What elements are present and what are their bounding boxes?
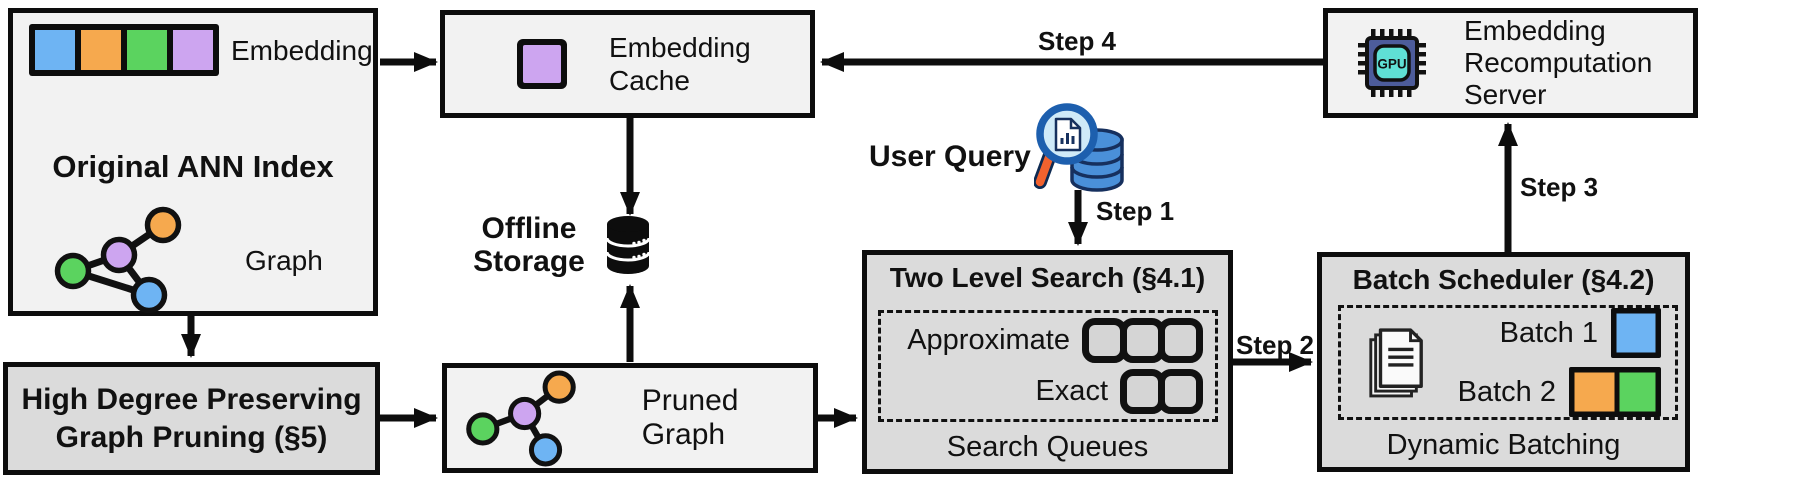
graph-node-purple: [508, 396, 542, 430]
step-2-label: Step 2: [1235, 330, 1315, 360]
search-queues-panel: Approximate Exact: [878, 310, 1218, 422]
gpu-chip-icon: GPU: [1358, 29, 1426, 97]
pruned-graph-label: Pruned Graph: [641, 384, 739, 451]
embedding-cell-purple: [173, 30, 213, 70]
queue-slot: [1158, 368, 1203, 414]
embedding-vector-icon: [29, 24, 219, 76]
query-search-database-icon: [1034, 103, 1124, 192]
graph-node-orange: [542, 370, 576, 404]
embedding-cell-orange: [81, 30, 121, 70]
offline-storage: Offline Storage: [468, 212, 652, 278]
gpu-chip-label: GPU: [1377, 57, 1406, 72]
exact-queue-row: Exact: [881, 368, 1215, 414]
cached-embedding-cell: [523, 45, 561, 83]
embedding-cell-blue: [35, 30, 75, 70]
two-level-search-title: Two Level Search (§4.1): [889, 262, 1206, 293]
graph-node-green: [466, 411, 500, 446]
offline-storage-label: Offline Storage: [473, 212, 585, 278]
graph-node-purple: [100, 236, 138, 274]
queue-slot: [1158, 318, 1203, 364]
original-ann-index-box: Embedding Original ANN Index Graph: [8, 8, 378, 316]
graph-node-blue: [130, 276, 168, 314]
pruned-graph-box: Pruned Graph: [442, 363, 818, 473]
batch-2-cell-orange: [1574, 372, 1615, 412]
batch-scheduler-title: Batch Scheduler (§4.2): [1352, 264, 1655, 295]
graph-label: Graph: [245, 245, 323, 276]
embedding-cell-green: [127, 30, 167, 70]
approximate-queue-row: Approximate: [881, 318, 1215, 364]
database-icon: [605, 216, 651, 274]
graph-node-green: [54, 252, 92, 290]
user-query-label: User Query: [869, 140, 1031, 173]
batch-2-label: Batch 2: [1457, 375, 1556, 408]
graph-node-orange: [144, 206, 182, 244]
batch-2-cell-green: [1619, 372, 1656, 412]
batch-1-cell-blue: [1616, 313, 1656, 353]
batch-1-embedding-icon: [1611, 308, 1661, 358]
two-level-search-box: Two Level Search (§4.1) Approximate Exac…: [862, 250, 1233, 474]
cached-embedding-icon: [517, 39, 567, 89]
documents-icon: [1369, 327, 1423, 397]
exact-label: Exact: [1035, 374, 1108, 407]
graph-nodes-icon: [54, 206, 182, 314]
original-ann-index-title: Original ANN Index: [52, 149, 334, 184]
graph-pruning-box: High Degree Preserving Graph Pruning (§5…: [3, 362, 380, 475]
recomputation-server-box: GPU Embedding Recomputation Server: [1323, 8, 1698, 118]
dynamic-batching-panel: Batch 1 Batch 2: [1338, 305, 1678, 420]
step-1-label: Step 1: [1096, 196, 1175, 226]
embedding-label: Embedding: [231, 35, 373, 66]
step-3-label: Step 3: [1520, 172, 1599, 202]
step-4-label: Step 4: [1037, 26, 1117, 56]
recomputation-server-label: Embedding Recomputation Server: [1464, 15, 1653, 110]
batch-2-row: Batch 2: [1427, 367, 1661, 417]
approximate-label: Approximate: [907, 324, 1070, 357]
embedding-cache-label: Embedding Cache: [609, 31, 751, 96]
batch-scheduler-box: Batch Scheduler (§4.2) Batch 1: [1317, 252, 1690, 472]
pruned-graph-icon: [466, 370, 576, 466]
search-queues-caption: Search Queues: [946, 431, 1149, 463]
embedding-cache-box: Embedding Cache: [440, 10, 815, 118]
batch-2-embedding-icon: [1569, 367, 1661, 417]
graph-pruning-title: High Degree Preserving Graph Pruning (§5…: [21, 383, 362, 454]
approximate-queue-slots: [1082, 318, 1203, 364]
batch-1-label: Batch 1: [1499, 316, 1598, 349]
dynamic-batching-caption: Dynamic Batching: [1386, 429, 1621, 461]
graph-node-blue: [528, 432, 563, 466]
exact-queue-slots: [1120, 368, 1203, 414]
batch-1-row: Batch 1: [1427, 308, 1661, 358]
